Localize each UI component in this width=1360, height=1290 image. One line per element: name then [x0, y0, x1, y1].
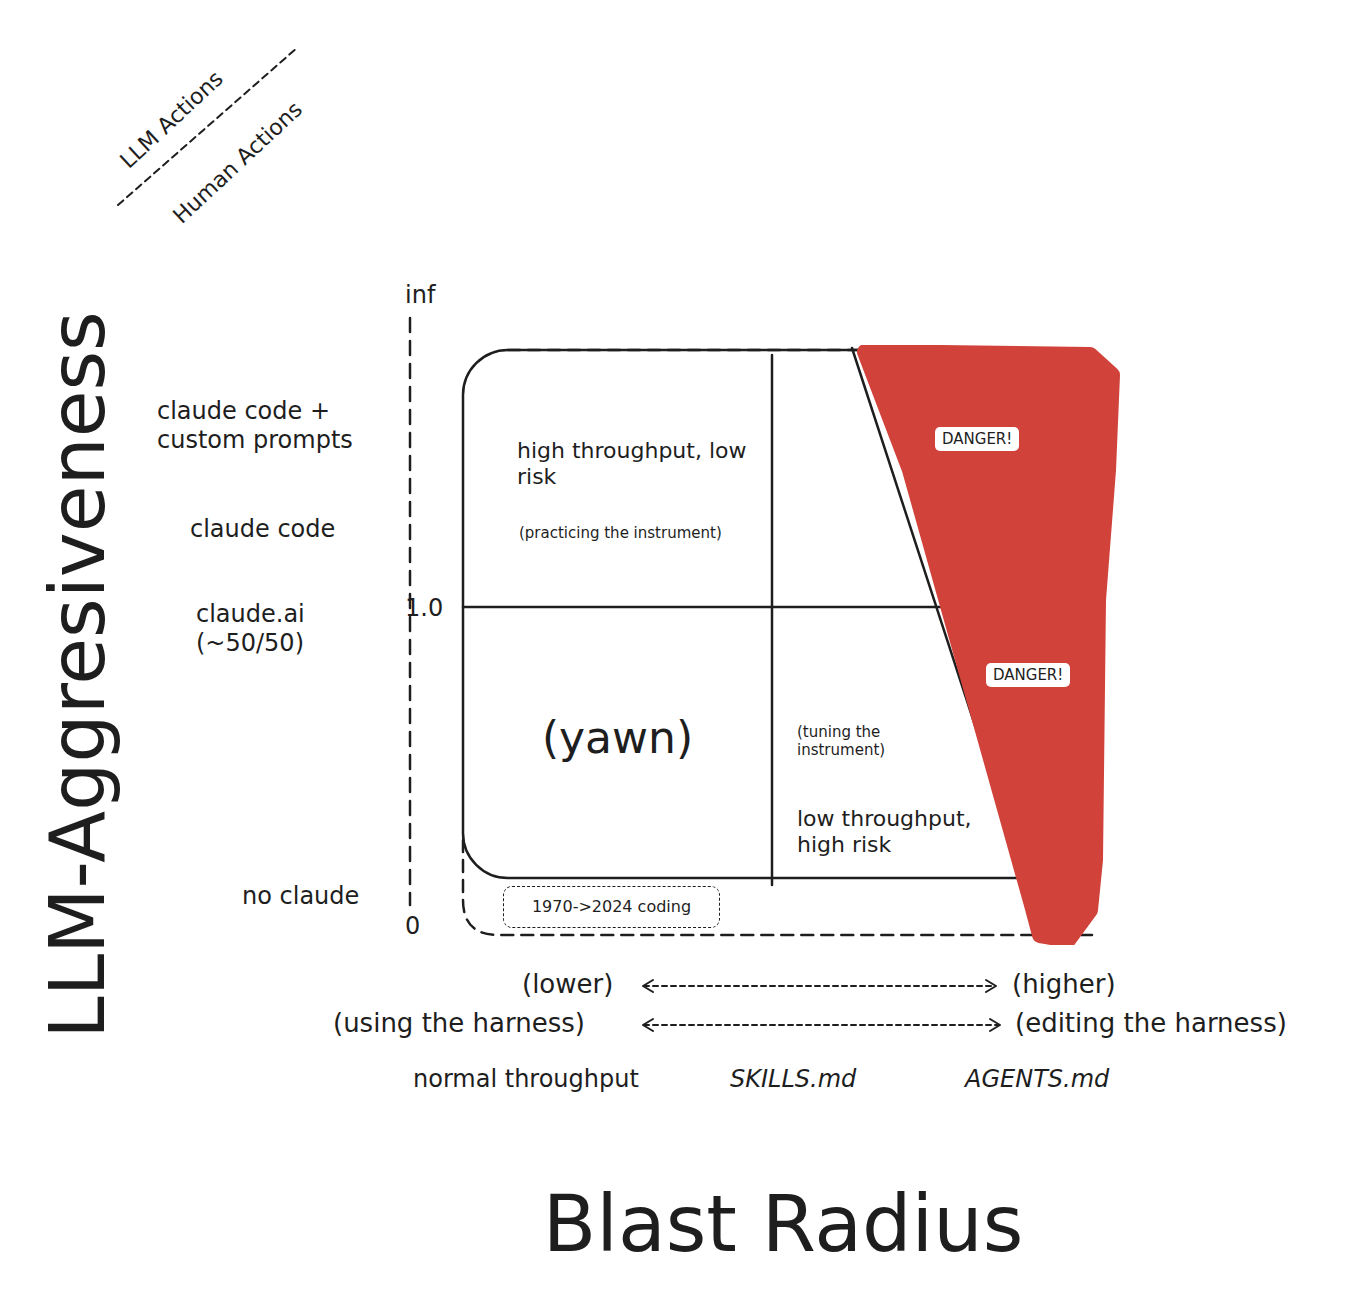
danger-zone: DANGER! DANGER!: [850, 345, 1120, 945]
axis-category: no claude: [242, 882, 359, 911]
quadrant-box: (yawn): [463, 607, 772, 878]
quadrant-note: (practicing the instrument): [519, 524, 769, 542]
axis-category: claude code + custom prompts: [157, 397, 407, 455]
quadrant-title: (yawn): [463, 712, 772, 765]
file-name: SKILLS.md: [730, 1065, 856, 1094]
arrow-head: [643, 980, 653, 992]
axis-tick: 0: [405, 912, 420, 941]
axis-end-label: (using the harness): [333, 1008, 585, 1039]
arrow-head: [643, 1019, 653, 1031]
file-name: AGENTS.md: [965, 1065, 1109, 1094]
quadrant-box: high throughput, low risk (practicing the…: [463, 350, 772, 607]
axis-end-label: (editing the harness): [1015, 1008, 1287, 1039]
era-label: 1970->2024 coding: [504, 897, 719, 916]
era-outline: [463, 840, 1092, 935]
axis-category: claude code: [190, 515, 335, 544]
arrow-head: [986, 980, 996, 992]
quadrant-title: high throughput, low risk: [517, 438, 752, 491]
quadrant-note: (tuning the instrument): [797, 723, 932, 759]
axis-tick: inf: [405, 281, 435, 310]
axis-title: LLM-Aggresiveness: [32, 311, 123, 1038]
danger-tag: DANGER!: [986, 663, 1070, 687]
axis-arrow: [644, 985, 994, 987]
axis-end-label: (higher): [1012, 969, 1116, 1000]
quadrant-title: low throughput, high risk: [797, 806, 1002, 859]
axis-title: Blast Radius: [543, 1178, 1024, 1272]
axis-tick: 1.0: [405, 594, 443, 623]
quadrant-divider: [771, 355, 774, 885]
axis-arrow: [644, 1024, 998, 1026]
axis-end-label: (lower): [522, 969, 613, 1000]
axis-category: normal throughput: [413, 1065, 639, 1094]
era-tag: 1970->2024 coding: [503, 886, 720, 928]
axis-category: claude.ai (~50/50): [196, 600, 356, 658]
arrow-head: [990, 1019, 1000, 1031]
danger-fill: [865, 352, 1112, 940]
danger-tag: DANGER!: [935, 427, 1019, 451]
